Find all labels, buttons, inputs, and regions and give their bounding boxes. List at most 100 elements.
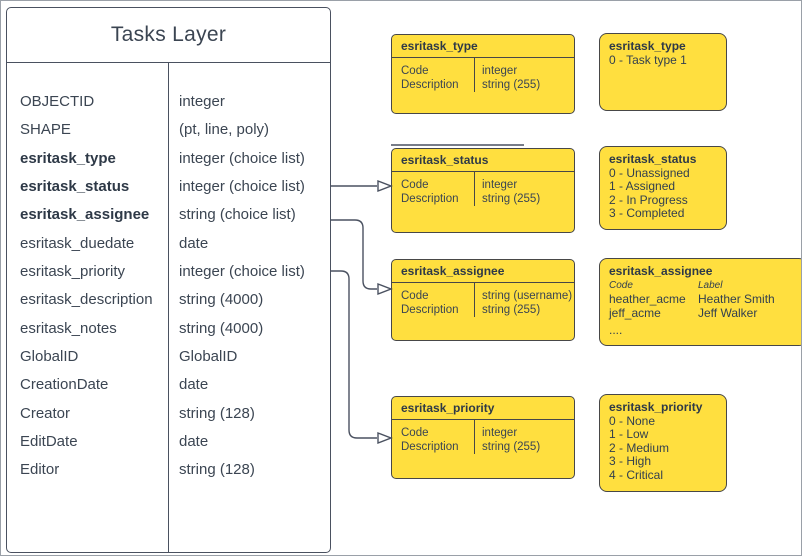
field-type: date [179,376,209,394]
assignee-label-header: Label [698,279,723,291]
field-name: esritask_assignee [20,206,150,224]
field-name: esritask_type [20,149,116,167]
domain-item: 0 - None [609,413,656,428]
schema-box-body: Code Description integer string (255) [392,420,574,454]
field-type: string (4000) [179,319,264,337]
assignee-label: Jeff Walker [698,305,758,320]
description-type: string (255) [482,193,541,205]
domain-item: 1 - Low [609,427,649,442]
field-name: Editor [20,461,60,479]
table-row: esritask_priority integer (choice list) [7,258,330,286]
connector-priority [330,270,377,439]
field-type: date [179,433,209,451]
field-name: CreationDate [20,376,109,394]
field-name: Creator [20,404,71,422]
description-label: Description [401,193,459,205]
code-type: integer [482,65,518,77]
assignee-value-grid: Code Label heather_acme Heather Smith je… [609,279,801,320]
table-rows: OBJECTID integer SHAPE (pt, line, poly) es… [7,63,330,485]
schema-box-type: esritask_type Code Description integer s… [391,34,575,114]
description-label: Description [401,79,459,91]
code-label: Code [401,65,429,77]
domain-box-title: esritask_assignee [609,264,713,278]
schema-box-priority: esritask_priority Code Description integ… [391,396,575,479]
field-type: integer [179,93,225,110]
type-column: integer string (255) [482,426,540,454]
field-type: string (128) [179,404,255,422]
table-row: OBJECTID integer [7,88,330,116]
domain-box-assignee: esritask_assignee Code Label heather_acm… [599,258,801,346]
table-column-divider [168,63,170,552]
field-name: esritask_notes [20,319,117,337]
table-row: esritask_notes string (4000) [7,315,330,343]
table-row: Editor string (128) [7,456,330,484]
domain-item: 2 - Medium [609,440,670,455]
table-row: EditDate date [7,428,330,456]
domain-box-title: esritask_type [609,39,686,53]
schema-box-title: esritask_priority [392,397,574,420]
domain-box-title: esritask_status [609,152,697,166]
assignee-code: jeff_acme [609,305,661,320]
schema-box-title: esritask_status [392,149,574,172]
schema-box-title: esritask_type [392,35,574,58]
open-arrowhead-icon [377,282,393,296]
domain-box-type: esritask_type 0 - Task type 1 [599,33,727,111]
table-row: GlobalID GlobalID [7,343,330,371]
field-name: EditDate [20,433,78,451]
field-name: esritask_priority [20,263,126,281]
field-type: (pt, line, poly) [179,121,270,139]
field-type: string (128) [179,461,255,479]
field-name: SHAPE [20,121,71,139]
open-arrowhead-icon [377,179,393,193]
domain-item: 0 - Unassigned [609,165,690,180]
code-label: Code [401,179,429,191]
table-row: SHAPE (pt, line, poly) [7,116,330,144]
tasks-layer-table: Tasks Layer OBJECTID integer SHAPE (pt, li… [6,7,331,553]
schema-column-divider [474,283,476,317]
schema-column-divider [474,58,476,92]
table-row: esritask_status integer (choice list) [7,173,330,201]
schema-box-body: Code Description integer string (255) [392,172,574,206]
domain-box-title: esritask_priority [609,400,703,414]
description-type: string (255) [482,79,541,91]
assignee-label: Heather Smith [698,291,775,306]
schema-box-status: esritask_status Code Description integer… [391,148,575,233]
domain-item: 0 - Task type 1 [609,52,687,67]
code-label: Code [401,427,429,439]
field-type: integer (choice list) [179,263,305,281]
description-label: Description [401,304,459,316]
field-type: string (choice list) [179,206,296,224]
field-name: esritask_duedate [20,234,135,252]
tasks-layer-title: Tasks Layer [7,8,330,63]
field-name: OBJECTID [20,93,95,110]
domain-item: 3 - High [609,454,652,469]
field-name: esritask_description [20,291,153,309]
domain-box-priority: esritask_priority 0 - None 1 - Low 2 - M… [599,394,727,492]
field-name: esritask_status [20,178,130,196]
table-row: esritask_description string (4000) [7,286,330,314]
code-type: integer [482,427,518,439]
field-name: GlobalID [20,348,79,366]
table-row: CreationDate date [7,371,330,399]
domain-item: 3 - Completed [609,206,685,221]
field-type: GlobalID [179,348,238,366]
schema-column-divider [474,420,476,454]
domain-item: 4 - Critical [609,467,664,482]
schema-box-assignee: esritask_assignee Code Description strin… [391,259,575,341]
table-row: Creator string (128) [7,400,330,428]
assignee-ellipsis: .... [609,322,623,337]
schema-box-title: esritask_assignee [392,260,574,283]
schema-box-body: Code Description string (username) strin… [392,283,574,317]
description-label: Description [401,441,459,453]
code-type: string (username) [482,290,573,302]
connector-assignee [330,219,377,290]
field-type: string (4000) [179,291,264,309]
code-label: Code [401,290,429,302]
assignee-code-header: Code [609,279,633,291]
field-type: integer (choice list) [179,178,305,196]
domain-item: 1 - Assigned [609,179,676,194]
type-column: integer string (255) [482,64,540,92]
